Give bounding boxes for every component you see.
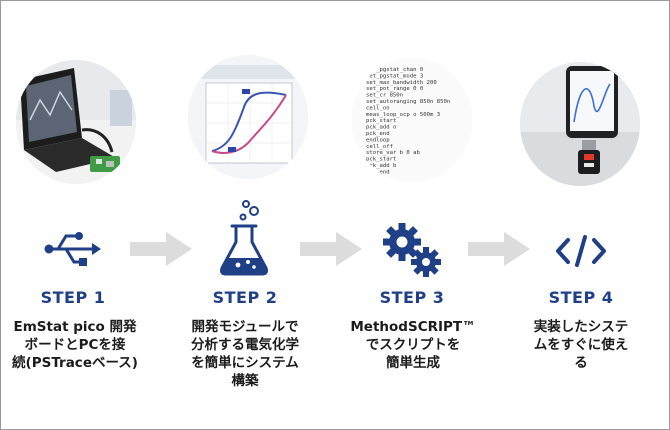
description-line: 実装したシステ	[533, 319, 629, 335]
code-line: endloop	[366, 137, 390, 143]
description-line: EmStat pico 開発	[13, 319, 137, 335]
gears-icon	[383, 223, 441, 277]
arrow-right-icon	[468, 232, 530, 266]
code-line: set_pgstat_mode 3	[366, 73, 423, 79]
description-line: ムをすぐに使え	[533, 337, 629, 353]
code-line: pck_end	[366, 131, 390, 137]
step3-description: MethodSCRIPT™ でスクリプトを 簡単生成	[338, 318, 488, 372]
step4-description: 実装したシステ ムをすぐに使え る	[506, 318, 656, 372]
step1-description: EmStat pico 開発 ボードとPCを接 続(PSTraceベース)	[0, 318, 150, 372]
description-line: ボードとPCを接	[24, 337, 126, 353]
description-line: る	[574, 355, 588, 371]
step4-photo	[520, 62, 640, 186]
description-line: を簡単にシステム	[191, 355, 299, 371]
step4-label: STEP 4	[548, 288, 614, 307]
code-line: set_max_bandwidth 200	[366, 80, 437, 86]
code-line: pck_add o	[366, 125, 396, 131]
description-line: 分析する電気化学	[191, 337, 299, 353]
code-line: set_autoranging 850n 850n	[366, 99, 450, 105]
code-line: meas_loop_ocp o 500m 3	[366, 112, 440, 118]
usb-icon	[44, 232, 101, 266]
code-line: pck_add b	[366, 163, 397, 169]
code-line: set_pot_range 0 0	[366, 86, 423, 92]
code-icon	[556, 235, 606, 267]
step2-label: STEP 2	[212, 288, 278, 307]
code-line: pck_start	[366, 157, 396, 163]
description-line: 簡単生成	[386, 355, 440, 371]
description-line: でスクリプトを	[365, 337, 461, 353]
step1-label: STEP 1	[40, 288, 106, 307]
step2-photo	[188, 55, 308, 179]
description-line: 構築	[231, 373, 259, 389]
arrow-right-icon	[130, 232, 192, 266]
code-line: cell_on	[366, 105, 390, 111]
step2-description: 開発モジュールで 分析する電気化学 を簡単にシステム 構築	[170, 318, 320, 390]
description-line: 続(PSTraceベース)	[12, 355, 138, 371]
step3-label: STEP 3	[379, 288, 445, 307]
code-line: set_cr 850n	[366, 93, 403, 99]
arrow-right-icon	[300, 232, 362, 266]
description-line: MethodSCRIPT™	[350, 319, 476, 335]
step1-photo	[16, 60, 136, 184]
flask-icon	[220, 200, 268, 276]
code-line: cell_off	[366, 144, 393, 150]
code-line: pck_start	[366, 118, 396, 124]
code-line: set_pgstat_chan 0	[366, 67, 423, 73]
description-line: 開発モジュールで	[191, 319, 299, 335]
code-line: store_var b 0 ab	[366, 150, 421, 156]
